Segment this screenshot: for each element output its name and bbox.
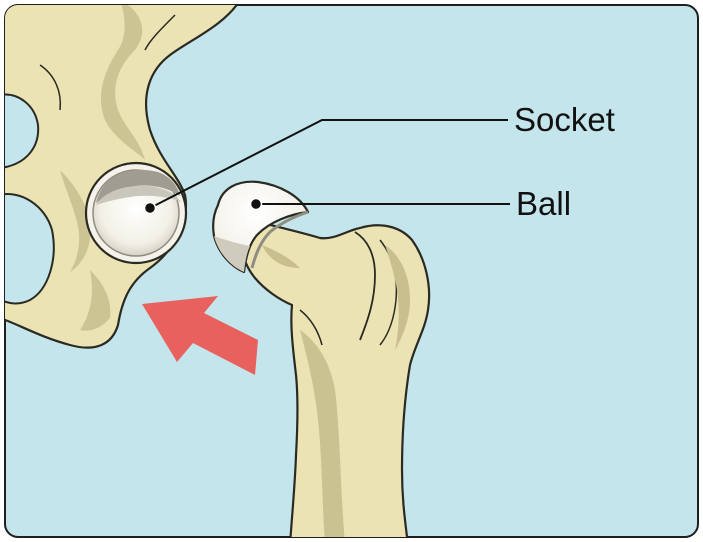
socket-label: Socket <box>514 101 615 138</box>
ball-label: Ball <box>516 185 571 222</box>
direction-arrow <box>142 296 258 375</box>
label-leaders <box>145 120 511 214</box>
socket-implant <box>86 163 186 263</box>
femur-bone <box>242 220 430 542</box>
